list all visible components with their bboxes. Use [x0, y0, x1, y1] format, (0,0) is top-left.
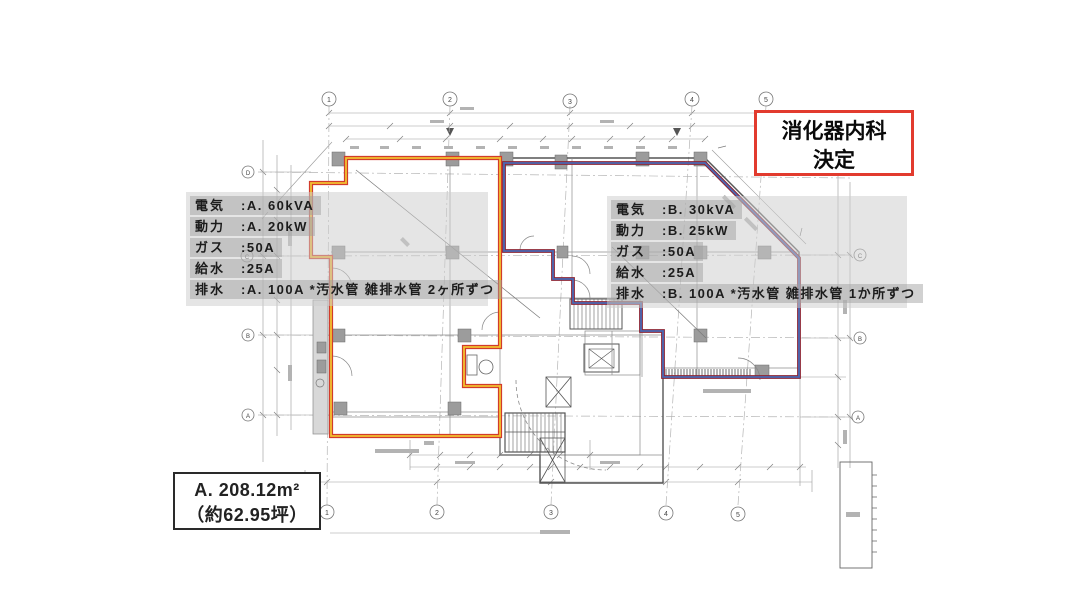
area-line1: A. 208.12m²: [194, 480, 300, 500]
spec-row: 動力 :A. 20kW: [190, 217, 315, 236]
grid-label: B: [246, 334, 250, 340]
spec-label: 排水: [195, 282, 226, 297]
grid-label: A: [246, 414, 250, 420]
spec-label: 電気: [616, 202, 647, 217]
spec-label: ガス: [616, 244, 647, 259]
spec-value: :A. 20kW: [241, 219, 308, 234]
spec-row: 電気 :B. 30kVA: [611, 200, 743, 219]
decision-line1: 消化器内科: [781, 120, 887, 143]
spec-row: ガス :50A: [611, 242, 704, 261]
legend-strip: [839, 461, 877, 569]
stair-upper: [569, 298, 623, 330]
stair-lower: [504, 412, 566, 453]
spec-row: ガス :50A: [190, 238, 283, 257]
grid-label: 1: [327, 97, 331, 104]
spec-row: 給水 :25A: [190, 259, 283, 278]
grid-label: 2: [448, 97, 452, 104]
area-callout: A. 208.12m² （約62.95坪）: [173, 472, 321, 530]
spec-value: :50A: [241, 240, 276, 255]
toilet-room: [466, 354, 494, 376]
grid-label: D: [246, 171, 251, 177]
grid-label: B: [858, 337, 862, 343]
grid-label: 3: [568, 99, 572, 106]
spec-label: 給水: [195, 261, 226, 276]
entrance-arc: [515, 379, 607, 471]
spec-row: 電気 :A. 60kVA: [190, 196, 322, 215]
spec-value: :A. 60kVA: [241, 198, 315, 213]
building-core: [466, 297, 641, 483]
spec-value: :A. 100A *汚水管 雑排水管 2ヶ所ずつ: [241, 282, 495, 297]
spec-value: :50A: [662, 244, 697, 259]
grid-label: 5: [764, 97, 768, 104]
spec-value: :B. 100A *汚水管 雑排水管 1か所ずつ: [662, 286, 916, 301]
decision-line2: 決定: [813, 148, 855, 172]
spec-label: 動力: [616, 223, 647, 238]
spec-label: 動力: [195, 219, 226, 234]
spec-box-unit-b: 電気 :B. 30kVA 動力 :B. 25kW ガス :50A 給水 :25A…: [607, 196, 923, 308]
grid-label: 3: [549, 510, 553, 517]
dimension-lines: [260, 112, 852, 534]
spec-row: 給水 :25A: [611, 263, 704, 282]
spec-value: :B. 25kW: [662, 223, 729, 238]
spec-value: :B. 30kVA: [662, 202, 736, 217]
spec-row: 排水 :B. 100A *汚水管 雑排水管 1か所ずつ: [611, 284, 923, 303]
grid-label: 2: [435, 510, 439, 517]
level-marks: [446, 128, 681, 136]
spec-label: 電気: [195, 198, 226, 213]
spec-value: :25A: [241, 261, 276, 276]
spec-row: 排水 :A. 100A *汚水管 雑排水管 2ヶ所ずつ: [190, 280, 502, 299]
spec-box-unit-a: 電気 :A. 60kVA 動力 :A. 20kW ガス :50A 給水 :25A…: [186, 192, 502, 306]
spec-label: 排水: [616, 286, 647, 301]
grid-label: 5: [736, 512, 740, 519]
spec-label: 給水: [616, 265, 647, 280]
grid-label: 1: [325, 510, 329, 517]
spec-row: 動力 :B. 25kW: [611, 221, 736, 240]
core-room: [584, 330, 641, 376]
spec-label: ガス: [195, 240, 226, 255]
grid-label: 4: [690, 97, 694, 104]
elevator: [583, 343, 620, 373]
fixture-circle: [315, 378, 325, 388]
area-line2: （約62.95坪）: [186, 505, 308, 526]
grating-hatch: [665, 369, 751, 376]
spec-value: :25A: [662, 265, 697, 280]
shaft-x: [539, 376, 572, 483]
unit-a-outline-yellow: [310, 157, 501, 437]
grid-label: A: [856, 416, 860, 422]
decision-callout: 消化器内科 決定: [754, 110, 914, 176]
grid-label: 4: [664, 511, 668, 518]
